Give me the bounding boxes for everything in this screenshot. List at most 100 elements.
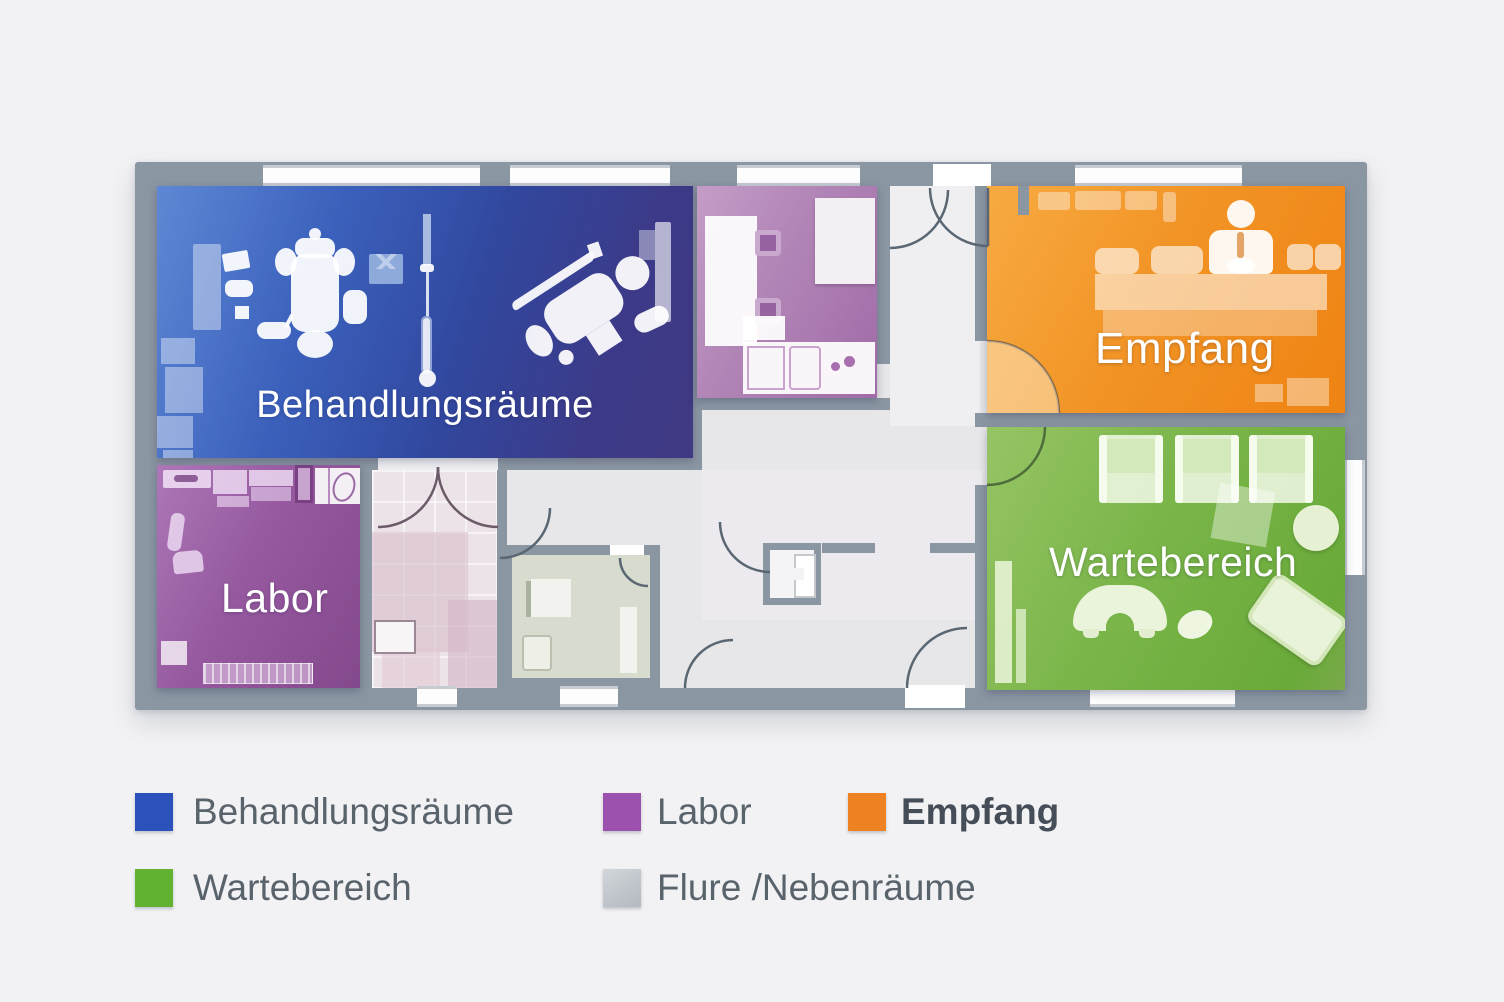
door-arc <box>905 626 968 689</box>
legend-label-flure: Flure /Nebenräume <box>657 867 976 908</box>
instrument-icon <box>225 280 253 297</box>
lab-bench-icon <box>203 663 313 684</box>
wall <box>697 398 890 410</box>
shelf-icon <box>1016 609 1026 683</box>
sink-icon <box>747 346 785 390</box>
reception-desk-icon <box>1095 274 1327 310</box>
reception-desk-front <box>1103 310 1317 336</box>
window <box>1075 165 1242 186</box>
legend-swatch-behandlungsraeume <box>135 793 173 831</box>
office-desk-icon <box>531 579 571 617</box>
chair-icon <box>1151 246 1203 274</box>
shelf-icon <box>1075 191 1121 210</box>
wc-sink-notch <box>790 568 804 580</box>
floor-plan: Behandlungsräume <box>135 162 1367 710</box>
chair-icon <box>1315 244 1341 270</box>
tile-accent <box>382 648 440 688</box>
window <box>560 686 618 707</box>
cabinet-icon <box>639 230 655 260</box>
entrance-door-gap <box>933 164 991 186</box>
cabinet-icon <box>1255 384 1283 402</box>
equipment-stand-icon <box>407 210 447 390</box>
door-arc <box>499 507 552 560</box>
armchair-icon <box>1099 435 1163 503</box>
wall <box>822 543 875 553</box>
cabinet-icon <box>815 198 875 284</box>
round-table-icon <box>1293 505 1339 551</box>
wc-room <box>763 543 821 605</box>
door-arc <box>889 189 950 250</box>
legend-label-labor: Labor <box>657 791 752 832</box>
office-cabinet-icon <box>620 607 637 673</box>
bathroom-tiled-floor <box>372 470 497 688</box>
wall <box>497 470 507 688</box>
door-arc <box>986 339 1061 414</box>
envelope-icon <box>369 254 403 284</box>
dental-chair-icon <box>257 226 367 376</box>
cabinet-icon <box>1287 378 1329 406</box>
lab-shelf-icon <box>217 496 249 507</box>
counter-icon <box>743 342 875 394</box>
cabinet-icon <box>165 367 203 413</box>
shelf-icon <box>1038 192 1070 210</box>
legend-label-wartebereich: Wartebereich <box>193 867 412 908</box>
wall <box>975 413 1345 427</box>
zone-labor: Labor <box>157 465 360 688</box>
legend-swatch-empfang <box>848 793 886 831</box>
bathroom-door-gap <box>378 458 498 470</box>
lab-cabinet-icon <box>295 465 313 503</box>
lab-counter-icon <box>213 470 247 494</box>
office-door-gap <box>610 545 644 555</box>
cabinet-icon <box>157 416 193 448</box>
counter-icon <box>743 316 785 340</box>
office-chair-icon <box>522 635 552 671</box>
wall-stub <box>1018 186 1029 215</box>
door-arc <box>986 426 1047 487</box>
shelf-icon <box>995 561 1012 683</box>
legend-label-empfang: Empfang <box>901 791 1060 832</box>
door-arc <box>377 466 440 529</box>
wall <box>975 485 987 688</box>
wall <box>877 186 890 364</box>
legend-swatch-labor <box>603 793 641 831</box>
wall <box>975 186 987 341</box>
armchair-icon <box>1175 435 1239 503</box>
faucet-dot <box>831 362 840 371</box>
lab-counter-slot <box>174 475 198 482</box>
cabinet-icon <box>161 338 195 364</box>
instrument-icon <box>235 306 249 319</box>
tile-accent <box>448 600 497 688</box>
zone-label-behandlungsraeume: Behandlungsräume <box>256 384 594 426</box>
door-swing-area <box>987 341 1059 413</box>
lab-counter-icon <box>249 470 293 486</box>
bench-icon <box>1073 585 1167 638</box>
wall <box>930 543 980 553</box>
shelf-icon <box>1163 192 1176 222</box>
window <box>1344 460 1365 575</box>
lab-counter-icon <box>161 641 187 665</box>
window <box>417 686 457 707</box>
room-nebenraum <box>697 186 877 398</box>
door-arcs-overlay <box>377 187 1061 689</box>
chair-icon <box>1095 248 1139 274</box>
zone-wartebereich: Wartebereich <box>987 427 1345 690</box>
door-arc <box>683 638 734 689</box>
door-arc <box>618 557 649 588</box>
legend-swatch-flure <box>603 869 641 907</box>
chair-icon <box>755 230 781 256</box>
zone-label-labor: Labor <box>221 575 329 621</box>
bathroom-fixture-icon <box>374 620 416 654</box>
legend-label-behandlungsraeume: Behandlungsräume <box>193 791 514 832</box>
zone-behandlungsraeume: Behandlungsräume <box>157 186 693 458</box>
shelf-icon <box>1125 191 1157 210</box>
door-arc <box>436 466 499 529</box>
lab-sink-icon <box>315 468 360 505</box>
legend-swatch-wartebereich <box>135 869 173 907</box>
faucet-dot <box>844 356 855 367</box>
cabinet-icon <box>655 222 671 322</box>
sink-icon <box>789 346 821 390</box>
wc-floor <box>770 550 816 598</box>
window <box>510 165 670 186</box>
rear-door-gap <box>905 685 965 708</box>
